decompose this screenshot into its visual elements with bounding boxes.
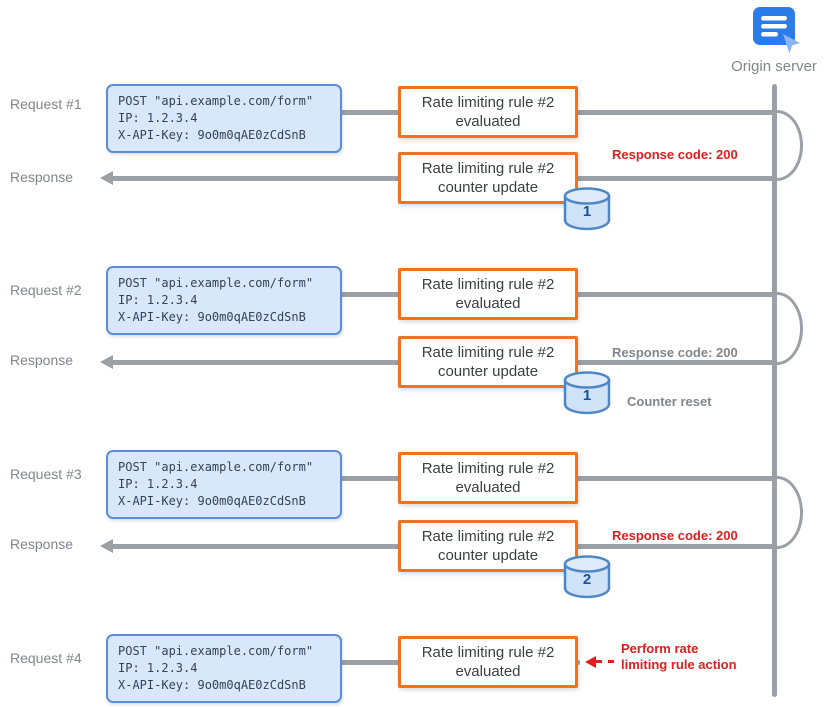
- response-arrowhead: [100, 171, 113, 185]
- request-payload-box: POST "api.example.com/form" IP: 1.2.3.4 …: [106, 266, 342, 336]
- counter-reset-annotation: Counter reset: [627, 394, 712, 409]
- response-arrowhead: [100, 355, 113, 369]
- request-payload-box: POST "api.example.com/form" IP: 1.2.3.4 …: [106, 84, 342, 154]
- rule-action-annotation: Perform rate limiting rule action: [621, 641, 737, 673]
- lane-label-request-3: Request #3: [10, 466, 82, 482]
- response-code-annotation: Response code: 200: [612, 345, 738, 360]
- counter-update-box: Rate limiting rule #2 counter update: [398, 336, 578, 388]
- origin-processing-arc: [777, 110, 803, 181]
- lane-label-request-2: Request #2: [10, 282, 82, 298]
- payload-ip-line: IP: 1.2.3.4: [118, 111, 198, 126]
- counter-database-icon: 2: [562, 554, 612, 600]
- counter-value: 1: [582, 387, 592, 404]
- origin-processing-arc: [777, 292, 803, 365]
- origin-lifeline: [772, 84, 777, 697]
- request-payload-box: POST "api.example.com/form" IP: 1.2.3.4 …: [106, 450, 342, 520]
- payload-ip-line: IP: 1.2.3.4: [118, 477, 198, 492]
- rule-action-dash: [596, 660, 614, 663]
- payload-method-line: POST "api.example.com/form": [118, 276, 314, 290]
- payload-apikey-line: X-API-Key: 9o0m0qAE0zCdSnB: [118, 494, 306, 509]
- origin-server-icon: [750, 5, 804, 55]
- origin-processing-arc: [777, 476, 803, 549]
- payload-method-line: POST "api.example.com/form": [118, 644, 314, 658]
- response-arrowhead: [100, 539, 113, 553]
- payload-ip-line: IP: 1.2.3.4: [118, 661, 198, 676]
- payload-apikey-line: X-API-Key: 9o0m0qAE0zCdSnB: [118, 678, 306, 693]
- counter-database-icon: 1: [562, 186, 612, 232]
- payload-apikey-line: X-API-Key: 9o0m0qAE0zCdSnB: [118, 128, 306, 143]
- counter-value: 1: [582, 203, 592, 220]
- rule-evaluated-box: Rate limiting rule #2 evaluated: [398, 636, 578, 688]
- origin-server-label: Origin server: [731, 58, 817, 75]
- response-code-annotation: Response code: 200: [612, 147, 738, 162]
- rule-evaluated-box: Rate limiting rule #2 evaluated: [398, 86, 578, 138]
- lane-label-response-1: Response: [10, 169, 74, 185]
- payload-apikey-line: X-API-Key: 9o0m0qAE0zCdSnB: [118, 310, 306, 325]
- payload-ip-line: IP: 1.2.3.4: [118, 293, 198, 308]
- rule-action-arrowhead: [585, 656, 596, 668]
- counter-value: 2: [582, 571, 592, 588]
- rule-evaluated-box: Rate limiting rule #2 evaluated: [398, 268, 578, 320]
- counter-update-box: Rate limiting rule #2 counter update: [398, 152, 578, 204]
- lane-label-request-1: Request #1: [10, 96, 82, 112]
- lane-label-response-2: Response: [10, 352, 74, 368]
- response-code-annotation: Response code: 200: [612, 528, 738, 543]
- request-payload-box: POST "api.example.com/form" IP: 1.2.3.4 …: [106, 634, 342, 704]
- lane-label-response-3: Response: [10, 536, 74, 552]
- rule-evaluated-box: Rate limiting rule #2 evaluated: [398, 452, 578, 504]
- counter-update-box: Rate limiting rule #2 counter update: [398, 520, 578, 572]
- payload-method-line: POST "api.example.com/form": [118, 460, 314, 474]
- lane-label-request-4: Request #4: [10, 650, 82, 666]
- counter-database-icon: 1: [562, 370, 612, 416]
- payload-method-line: POST "api.example.com/form": [118, 94, 314, 108]
